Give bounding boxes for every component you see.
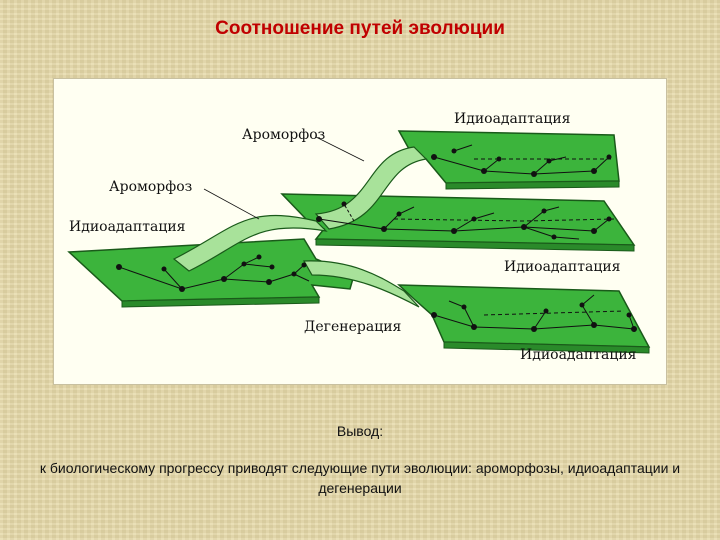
evolution-paths-diagram: Идиоадаптация Ароморфоз Ароморфоз Идиоад…	[53, 78, 667, 385]
label-idioadaptation-left: Идиоадаптация	[69, 219, 186, 235]
slide-title: Соотношение путей эволюции	[0, 18, 720, 40]
label-idioadaptation-bottom: Идиоадаптация	[520, 347, 637, 363]
label-degeneration: Дегенерация	[304, 319, 402, 335]
label-aromorphosis-top: Ароморфоз	[242, 127, 325, 143]
conclusion-heading: Вывод:	[0, 423, 720, 439]
label-idioadaptation-top: Идиоадаптация	[454, 111, 571, 127]
label-aromorphosis-mid: Ароморфоз	[109, 179, 192, 195]
plane-top-edge	[446, 181, 619, 189]
label-idioadaptation-mid: Идиоадаптация	[504, 259, 621, 275]
diagram-svg: Идиоадаптация Ароморфоз Ароморфоз Идиоад…	[54, 79, 666, 384]
conclusion-text: к биологическому прогрессу приводят след…	[10, 458, 710, 498]
